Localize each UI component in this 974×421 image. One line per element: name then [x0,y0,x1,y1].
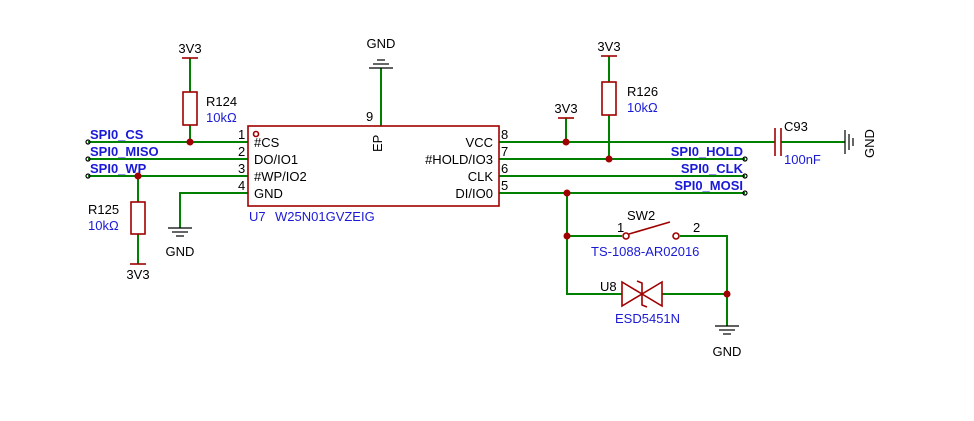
power-label: 3V3 [597,39,620,54]
capacitor-c93[interactable]: C93 100nF [774,119,821,167]
resistor-ref: R125 [88,202,119,217]
power-label: 3V3 [126,267,149,282]
gnd-label: GND [166,244,195,259]
power-3v3-r124: 3V3 [178,41,202,59]
switch-part: TS-1088-AR02016 [591,244,699,259]
net-end-dot [742,156,748,162]
resistor-ref: R126 [627,84,658,99]
diode-part: ESD5451N [615,311,680,326]
resistor-r125[interactable]: R125 10kΩ [88,201,146,235]
resistor-r126[interactable]: R126 10kΩ [601,81,658,116]
switch-pin: 2 [693,220,700,235]
diode-triangle [621,280,644,308]
resistor-body [130,201,146,235]
pin-name: VCC [466,135,493,150]
pin-name: CLK [468,169,494,184]
resistor-value: 10kΩ [627,100,658,115]
net-end-dot [85,139,91,145]
net-label-mosi: SPI0_MOSI [674,178,743,193]
pin-number: 4 [238,178,245,193]
power-3v3-r125: 3V3 [126,263,150,282]
capacitor-value: 100nF [784,152,821,167]
power-label: 3V3 [554,101,577,116]
wire-sw2-right [680,235,728,294]
gnd-label: GND [367,36,396,51]
resistor-r124[interactable]: R124 10kΩ [182,91,237,126]
switch-lever [628,221,671,235]
resistor-value: 10kΩ [206,110,237,125]
pin-name: DI/IO0 [455,186,493,201]
junction-dot [562,138,570,146]
junction-dot [134,172,142,180]
pin-name: EP [370,135,385,152]
wire-u8-left [566,236,622,295]
tvs-diode-u8[interactable]: U8 ESD5451N [600,279,680,326]
wire-sw2-left [566,193,622,237]
pin1-marker [252,130,260,138]
ground-symbol-c93: GND [844,129,877,158]
pin-number: 1 [238,127,245,142]
net-end-dot [85,173,91,179]
diode-ref: U8 [600,279,617,294]
pin-name: #HOLD/IO3 [425,152,493,167]
resistor-ref: R124 [206,94,237,109]
switch-contact [672,232,680,240]
power-3v3-r126: 3V3 [597,39,621,57]
resistor-value: 10kΩ [88,218,119,233]
resistor-body [182,91,198,126]
wire-pin4-gnd [179,192,248,228]
pin-number: 7 [501,144,508,159]
net-label-miso: SPI0_MISO [90,144,159,159]
junction-dot [723,290,731,298]
ic-u7-body [247,125,500,207]
junction-dot [186,138,194,146]
net-label-wp: SPI0_WP [90,161,147,176]
pin-name: GND [254,186,283,201]
net-label-clk: SPI0_CLK [681,161,744,176]
power-label: 3V3 [178,41,201,56]
net-label-hold: SPI0_HOLD [671,144,743,159]
junction-dot [605,155,613,163]
switch-contact [622,232,630,240]
junction-dot [563,189,571,197]
capacitor-ref: C93 [784,119,808,134]
switch-ref: SW2 [627,208,655,223]
net-end-dot [742,173,748,179]
pin-number: 9 [366,109,373,124]
ground-symbol-ep: GND [367,36,396,69]
diode-bar [636,280,648,308]
gnd-label: GND [862,129,877,158]
pin-number: 3 [238,161,245,176]
pin-name: DO/IO1 [254,152,298,167]
switch-sw2[interactable]: SW2 1 2 TS-1088-AR02016 [591,208,700,259]
pin-name: #CS [254,135,280,150]
ground-symbol-pin4: GND [166,227,195,259]
diode-triangle [640,280,663,308]
ic-u7[interactable]: 1 2 3 4 #CS DO/IO1 #WP/IO2 GND 8 7 6 5 V… [238,109,508,224]
pin-number: 5 [501,178,508,193]
switch-pin: 1 [617,220,624,235]
power-3v3-vcc: 3V3 [554,101,578,119]
resistor-body [601,81,617,116]
gnd-label: GND [713,344,742,359]
net-end-dot [742,190,748,196]
ic-part: W25N01GVZEIG [275,209,375,224]
pin-number: 8 [501,127,508,142]
pin-name: #WP/IO2 [254,169,307,184]
ground-symbol-u8: GND [713,325,742,359]
pin-number: 2 [238,144,245,159]
ic-ref: U7 [249,209,266,224]
net-label-cs: SPI0_CS [90,127,144,142]
pin-number: 6 [501,161,508,176]
junction-dot [563,232,571,240]
net-end-dot [85,156,91,162]
